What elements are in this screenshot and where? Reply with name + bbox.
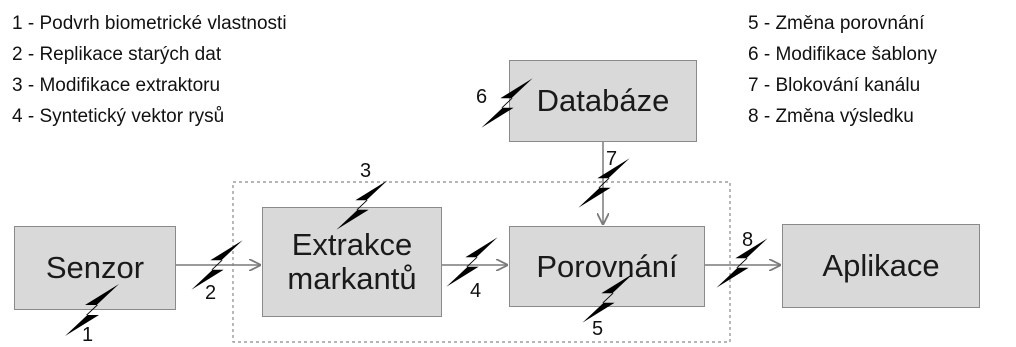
lightning-icon-3: [336, 180, 388, 230]
extrakce-label-line1: Extrakce: [291, 227, 413, 262]
aplikace-label: Aplikace: [822, 248, 940, 283]
databaze-box: Databáze: [509, 60, 697, 142]
system-boundary: [232, 181, 731, 343]
legend-item-4: 4 - Syntetický vektor rysů: [12, 106, 225, 127]
attack-number-4: 4: [470, 280, 482, 302]
aplikace-box: Aplikace: [782, 224, 980, 308]
legend-item-3: 3 - Modifikace extraktoru: [12, 75, 221, 96]
porovnani-label: Porovnání: [536, 248, 678, 284]
legend-item-7: 7 - Blokování kanálu: [748, 75, 921, 96]
attack-number-3: 3: [360, 160, 372, 182]
senzor-label: Senzor: [45, 250, 145, 285]
legend-item-6: 6 - Modifikace šablony: [748, 44, 938, 65]
attack-number-1: 1: [82, 324, 94, 346]
lightning-icon-2: [191, 240, 243, 290]
attack-number-7: 7: [606, 148, 618, 170]
senzor-box: Senzor: [14, 226, 176, 310]
extrakce-box: Extrakce markantů: [262, 207, 442, 317]
lightning-icon-6: [481, 78, 533, 128]
databaze-label: Databáze: [536, 83, 670, 118]
lightning-icon-5: [582, 273, 634, 323]
attack-number-5: 5: [592, 318, 604, 340]
legend-item-1: 1 - Podvrh biometrické vlastnosti: [12, 13, 287, 34]
legend-item-5: 5 - Změna porovnání: [748, 13, 925, 34]
legend-right: 5 - Změna porovnání 6 - Modifikace šablo…: [748, 8, 937, 132]
legend-item-8: 8 - Změna výsledku: [748, 106, 914, 127]
lightning-icon-7: [578, 158, 630, 208]
attack-number-8: 8: [742, 229, 754, 251]
legend-item-2: 2 - Replikace starých dat: [12, 44, 222, 65]
attack-number-2: 2: [205, 282, 217, 304]
extrakce-label-line2: markantů: [287, 261, 417, 296]
attack-number-6: 6: [476, 86, 488, 108]
legend-left: 1 - Podvrh biometrické vlastnosti 2 - Re…: [12, 8, 287, 132]
porovnani-box: Porovnání: [509, 226, 705, 307]
